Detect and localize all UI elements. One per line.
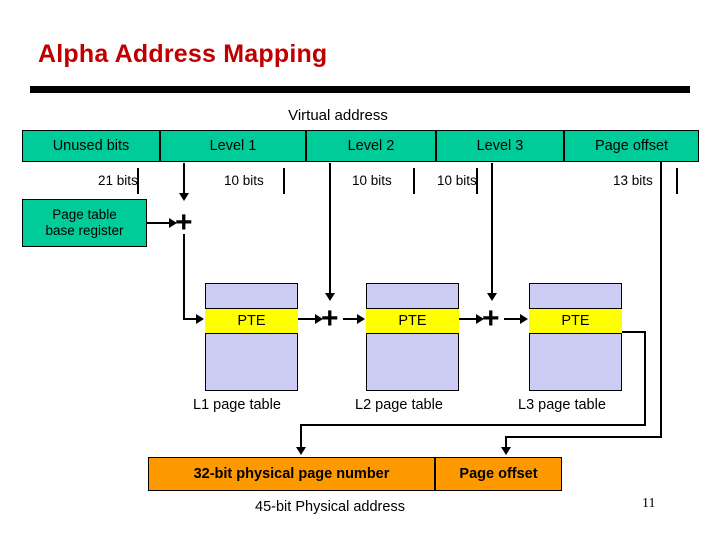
physical-address-caption: 45-bit Physical address <box>255 499 405 515</box>
bits-tick-5 <box>676 168 678 194</box>
level1-drop-arrowhead <box>179 193 189 201</box>
level3-drop-line <box>491 163 493 295</box>
page-title: Alpha Address Mapping <box>38 40 328 68</box>
bits-tick-1 <box>137 168 139 194</box>
va-bits-level-2: 10 bits <box>352 173 392 188</box>
adder3-to-l3pte-line <box>504 318 523 320</box>
adder-3: + <box>482 302 500 335</box>
l2pte-to-adder3-arrowhead <box>476 314 484 324</box>
title-divider <box>30 86 690 93</box>
page-table-base-register[interactable]: Page table base register <box>22 199 147 247</box>
l1-page-table-caption: L1 page table <box>193 397 281 413</box>
adder1-to-l1pte-arrowhead <box>196 314 204 324</box>
ptbr-to-adder1-line <box>147 222 171 224</box>
level2-drop-arrowhead <box>325 293 335 301</box>
bits-tick-2 <box>283 168 285 194</box>
va-bits-page-offset: 13 bits <box>613 173 653 188</box>
l2-page-table[interactable]: PTE <box>366 283 459 391</box>
adder-1: + <box>175 206 193 239</box>
l1pte-to-adder2-line <box>298 318 318 320</box>
page-offset-down-line <box>660 162 662 438</box>
l3pte-down-line <box>644 331 646 425</box>
va-field-unused-bits[interactable]: Unused bits <box>22 130 160 162</box>
va-field-page-offset[interactable]: Page offset <box>564 130 699 162</box>
bits-tick-3 <box>413 168 415 194</box>
page-offset-feed-arrowhead <box>501 447 511 455</box>
l3pte-left-line <box>300 424 646 426</box>
adder1-down-line <box>183 234 185 319</box>
ptbr-line-2: base register <box>45 223 124 238</box>
adder2-to-l2pte-arrowhead <box>357 314 365 324</box>
level3-drop-arrowhead <box>487 293 497 301</box>
ppn-feed-line <box>300 424 302 449</box>
virtual-address-caption: Virtual address <box>0 107 720 124</box>
adder3-to-l3pte-arrowhead <box>520 314 528 324</box>
ptbr-to-adder1-arrowhead <box>169 218 177 228</box>
l3pte-right-line <box>622 331 646 333</box>
ppn-feed-arrowhead <box>296 447 306 455</box>
l3-page-table[interactable]: PTE <box>529 283 622 391</box>
va-bits-level-1: 10 bits <box>224 173 264 188</box>
level2-drop-line <box>329 163 331 295</box>
l1-pte[interactable]: PTE <box>205 308 298 334</box>
l2-pte[interactable]: PTE <box>366 308 459 334</box>
page-offset-left-line <box>505 436 662 438</box>
l3-pte[interactable]: PTE <box>529 308 622 334</box>
adder1-to-l1pte-line <box>183 318 199 320</box>
pa-field-physical-page-number[interactable]: 32-bit physical page number <box>148 457 435 491</box>
l1-page-table[interactable]: PTE <box>205 283 298 391</box>
l2-page-table-caption: L2 page table <box>355 397 443 413</box>
va-field-level-2[interactable]: Level 2 <box>306 130 436 162</box>
va-bits-unused: 21 bits <box>98 173 138 188</box>
l1pte-to-adder2-arrowhead <box>315 314 323 324</box>
va-bits-level-3: 10 bits <box>437 173 477 188</box>
pa-field-page-offset[interactable]: Page offset <box>435 457 562 491</box>
page-offset-feed-line <box>505 436 507 449</box>
va-field-level-1[interactable]: Level 1 <box>160 130 306 162</box>
slide-page-number: 11 <box>642 496 656 511</box>
level1-drop-line <box>183 163 185 195</box>
ptbr-line-1: Page table <box>52 207 117 222</box>
adder-2: + <box>321 302 339 335</box>
virtual-address-caption-text: Virtual address <box>288 107 388 124</box>
adder2-to-l2pte-line <box>343 318 360 320</box>
l2pte-to-adder3-line <box>459 318 479 320</box>
l3-page-table-caption: L3 page table <box>518 397 606 413</box>
bits-tick-4 <box>476 168 478 194</box>
va-field-level-3[interactable]: Level 3 <box>436 130 564 162</box>
